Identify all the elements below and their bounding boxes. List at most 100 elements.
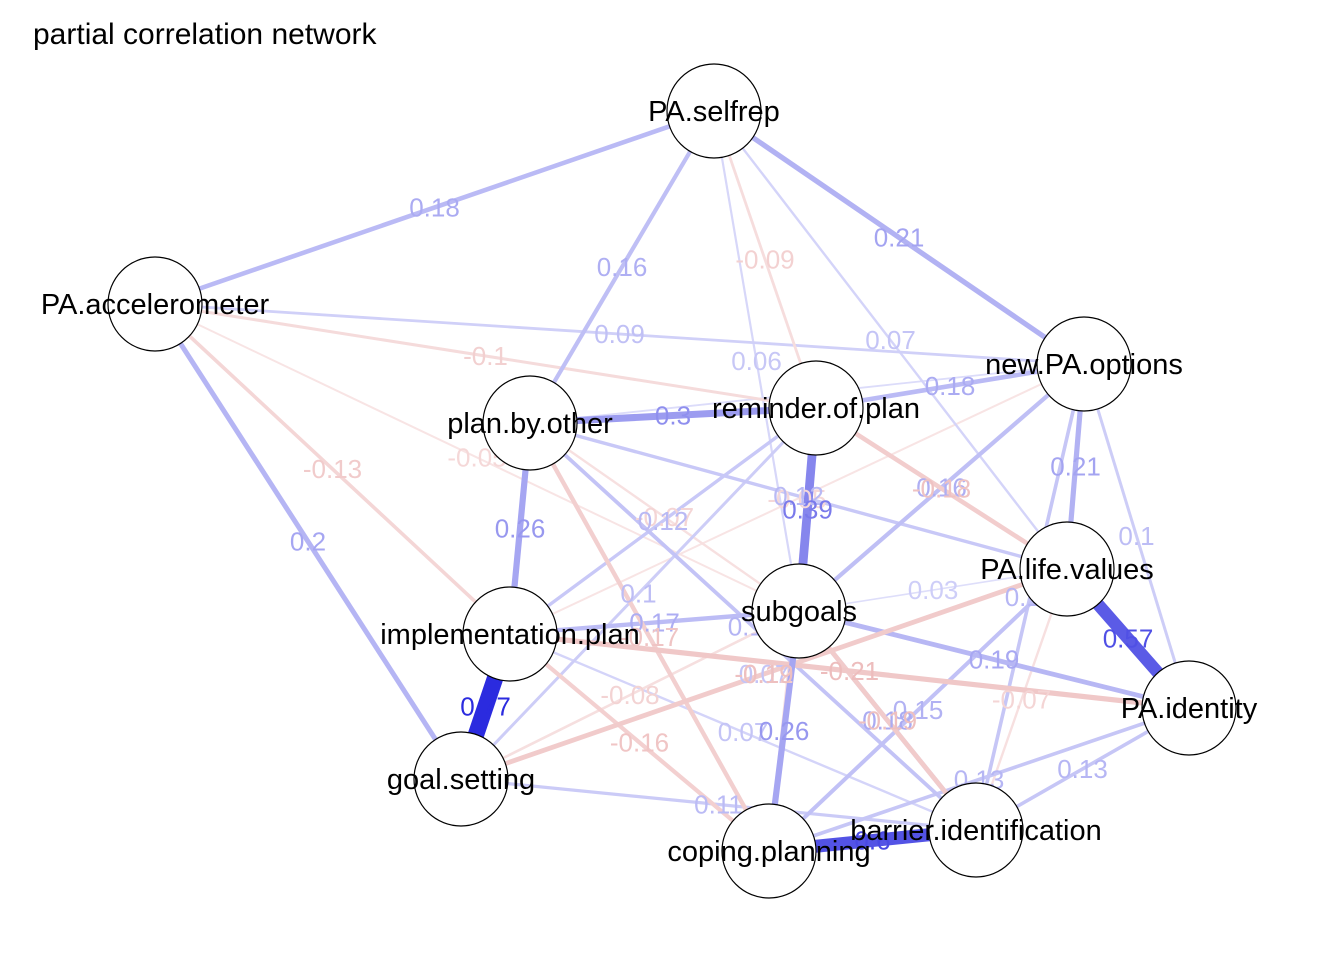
node-implementation-plan: implementation.plan — [380, 586, 640, 682]
node-plan-by-other: plan.by.other — [447, 375, 613, 471]
edge-pa-identity-coping-planning — [768, 706, 1190, 853]
edge-label-reminder-of-plan-new-pa-options: 0.18 — [925, 371, 976, 401]
node-reminder-of-plan: reminder.of.plan — [712, 360, 920, 456]
edge-label-goal-setting-pa-life-values: 0.07 — [739, 659, 790, 689]
node-new-pa-options: new.PA.options — [985, 316, 1183, 412]
node-circle — [462, 586, 558, 682]
edge-label-reminder-of-plan-subgoals: 0.39 — [782, 495, 833, 525]
edge-goal-setting-barrier-identification — [460, 777, 977, 832]
node-circle — [721, 803, 817, 899]
node-label: plan.by.other — [447, 408, 613, 440]
node-label: PA.selfrep — [648, 96, 780, 128]
edge-label-pa-selfrep-reminder-of-plan: -0.09 — [735, 245, 794, 275]
edge-label-subgoals-pa-identity: 0.19 — [969, 645, 1020, 675]
edge-pa-selfrep-pa-accelerometer — [154, 108, 715, 307]
edge-label-implementation-plan-pa-identity: -0.21 — [820, 656, 879, 686]
edge-pa-accelerometer-new-pa-options — [154, 302, 1085, 366]
node-coping-planning: coping.planning — [667, 803, 871, 899]
edge-label-implementation-plan-reminder-of-plan: 0.12 — [638, 506, 689, 536]
edge-pa-accelerometer-reminder-of-plan — [154, 302, 817, 410]
edge-label-new-pa-options-subgoals: 0.16 — [916, 473, 967, 503]
edge-pa-selfrep-reminder-of-plan — [712, 110, 818, 409]
edge-label-pa-selfrep-pa-life-values: 0.07 — [865, 325, 916, 355]
edge-reminder-of-plan-pa-life-values — [814, 406, 1069, 571]
edge-plan-by-other-pa-life-values — [529, 421, 1068, 571]
node-label: reminder.of.plan — [712, 393, 920, 425]
edge-pa-selfrep-subgoals — [712, 110, 801, 612]
node-label: new.PA.options — [985, 349, 1183, 381]
node-label: coping.planning — [667, 836, 870, 868]
edge-label-reminder-of-plan-goal-setting: 0.1 — [620, 579, 656, 609]
node-circle — [666, 63, 762, 159]
node-label: subgoals — [741, 596, 857, 628]
node-pa-identity: PA.identity — [1121, 660, 1258, 756]
node-circle — [928, 782, 1024, 878]
edge-label-pa-accelerometer-reminder-of-plan: -0.1 — [463, 341, 508, 371]
edge-pa-selfrep-plan-by-other — [528, 109, 716, 425]
edge-pa-life-values-coping-planning — [767, 567, 1069, 853]
node-goal-setting: goal.setting — [387, 731, 535, 827]
edge-label-goal-setting-pa-life-values: -0.19 — [734, 659, 793, 689]
edge-label-plan-by-other-implementation-plan: 0.26 — [495, 514, 546, 544]
node-circle — [751, 563, 847, 659]
edge-label-goal-setting-subgoals: -0.08 — [600, 680, 659, 710]
edge-label-plan-by-other-subgoals: -0.07 — [635, 502, 694, 532]
edge-pa-accelerometer-subgoals — [154, 303, 800, 612]
edge-label-plan-by-other-coping-planning: -0.17 — [620, 622, 679, 652]
edge-pa-selfrep-new-pa-options — [712, 108, 1086, 367]
edge-label-pa-life-values-coping-planning: 0.15 — [893, 695, 944, 725]
edge-labels-layer: 0.030.04-0.05-0.050.060.070.070.07-0.07-… — [290, 193, 1155, 856]
edge-plan-by-other-subgoals — [529, 422, 800, 612]
edge-goal-setting-pa-life-values — [460, 566, 1068, 782]
edge-implementation-plan-barrier-identification — [509, 632, 977, 832]
node-pa-accelerometer: PA.accelerometer — [41, 256, 270, 352]
edge-label-implementation-plan-new-pa-options: -0.05 — [767, 484, 826, 514]
edge-label-pa-selfrep-subgoals: 0.06 — [731, 346, 782, 376]
edge-label-subgoals-barrier-identification: -0.19 — [858, 706, 917, 736]
edge-plan-by-other-reminder-of-plan — [529, 404, 817, 427]
edge-plan-by-other-coping-planning — [528, 421, 771, 853]
edge-label-subgoals-coping-planning: 0.26 — [759, 716, 810, 746]
edge-label-implementation-plan-barrier-identification: 0.07 — [718, 717, 769, 747]
edge-label-pa-life-values-barrier-identification: -0.07 — [992, 685, 1051, 715]
edge-new-pa-options-pa-identity — [1082, 363, 1191, 709]
edge-label-pa-accelerometer-goal-setting: 0.2 — [290, 527, 326, 557]
node-circle — [107, 256, 203, 352]
edge-label-subgoals-pa-life-values: 0.03 — [908, 575, 959, 605]
node-label: PA.accelerometer — [41, 289, 270, 321]
node-label: barrier.identification — [850, 815, 1101, 847]
node-circle — [1036, 316, 1132, 412]
edge-label-pa-selfrep-plan-by-other: 0.16 — [597, 252, 648, 282]
node-label: implementation.plan — [380, 619, 640, 651]
edge-label-plan-by-other-pa-life-values: 0.12 — [773, 481, 824, 511]
edge-label-pa-identity-barrier-identification: 0.13 — [1057, 754, 1108, 784]
edge-label-pa-accelerometer-new-pa-options: 0.09 — [594, 319, 645, 349]
edge-label-pa-selfrep-new-pa-options: 0.21 — [874, 223, 925, 253]
edge-implementation-plan-new-pa-options — [509, 363, 1085, 635]
node-pa-selfrep: PA.selfrep — [648, 63, 780, 159]
edge-label-pa-selfrep-pa-accelerometer: 0.18 — [409, 193, 460, 223]
node-circle — [1019, 521, 1115, 617]
chart-title: partial correlation network — [33, 18, 377, 51]
edge-label-implementation-plan-coping-planning: -0.16 — [610, 728, 669, 758]
node-circle — [413, 731, 509, 827]
edge-reminder-of-plan-goal-setting — [459, 406, 818, 781]
edge-label-new-pa-options-pa-identity: 0.1 — [1118, 521, 1154, 551]
edge-label-goal-setting-barrier-identification: 0.11 — [694, 790, 743, 820]
edge-implementation-plan-reminder-of-plan — [508, 406, 818, 636]
edge-implementation-plan-pa-identity — [509, 631, 1190, 711]
edge-label-plan-by-other-reminder-of-plan: 0.3 — [655, 401, 691, 431]
edge-plan-by-other-barrier-identification — [528, 421, 978, 832]
node-label: PA.identity — [1121, 693, 1258, 725]
edge-label-pa-life-values-goal-setting: -0.12 — [734, 659, 793, 689]
node-subgoals: subgoals — [741, 563, 857, 659]
edge-pa-selfrep-pa-life-values — [713, 110, 1068, 570]
node-label: PA.life.values — [980, 554, 1154, 586]
edge-pa-accelerometer-goal-setting — [152, 302, 464, 781]
edge-label-reminder-of-plan-pa-life-values: -0.18 — [912, 474, 971, 504]
node-barrier-identification: barrier.identification — [850, 782, 1102, 878]
edge-label-pa-accelerometer-implementation-plan: -0.13 — [303, 454, 362, 484]
edge-label-coping-planning-barrier-identification: 0.6 — [854, 826, 890, 856]
edge-implementation-plan-subgoals — [509, 608, 800, 637]
